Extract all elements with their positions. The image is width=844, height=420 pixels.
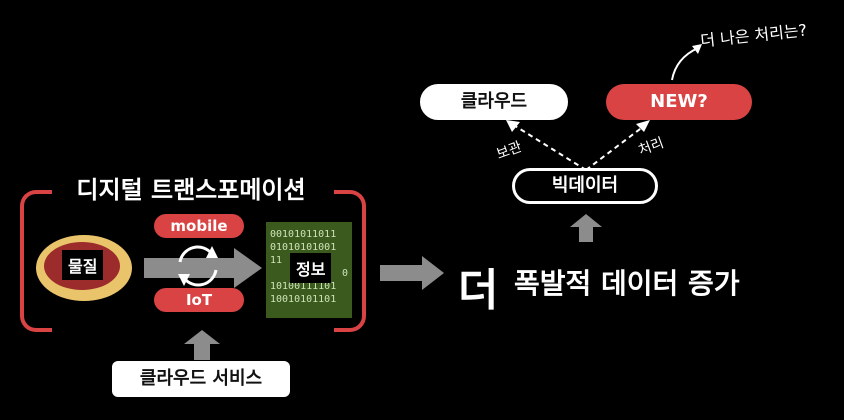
binary-line: 00101011011 xyxy=(270,229,337,240)
dashed-arrows xyxy=(506,120,650,171)
binary-line: 10010101101 xyxy=(270,294,337,305)
binary-line: 0 xyxy=(341,268,348,279)
digital-transformation-title: 디지털 트랜스포메이션 xyxy=(76,176,306,204)
up-arrow-icon xyxy=(570,214,602,242)
binary-line: 11 xyxy=(270,255,283,266)
cloud-service-box: 클라우드 서비스 xyxy=(112,361,290,397)
right-arrow-icon xyxy=(380,256,444,290)
headline-text: 폭발적 데이터 증가 xyxy=(514,267,740,300)
right-bracket xyxy=(334,190,366,332)
mobile-pill: mobile xyxy=(154,214,244,238)
headline-big-char: 더 xyxy=(458,265,499,316)
cycle-icon xyxy=(178,245,218,287)
new-pill: NEW? xyxy=(606,84,752,120)
iot-pill: IoT xyxy=(154,288,244,312)
curved-arrow-icon xyxy=(671,44,702,81)
transform-arrow-icon xyxy=(144,248,262,288)
binary-line: 01010101001 xyxy=(270,242,337,253)
info-label: 정보 xyxy=(290,253,332,283)
bigdata-pill: 빅데이터 xyxy=(512,168,658,204)
better-process-label: 더 나은 처리는? xyxy=(699,20,808,51)
up-arrow-icon xyxy=(184,330,220,360)
material-label: 물질 xyxy=(62,250,104,280)
binary-line: 10100111101 xyxy=(270,281,337,292)
left-bracket xyxy=(20,190,52,332)
cloud-pill: 클라우드 xyxy=(420,84,568,120)
